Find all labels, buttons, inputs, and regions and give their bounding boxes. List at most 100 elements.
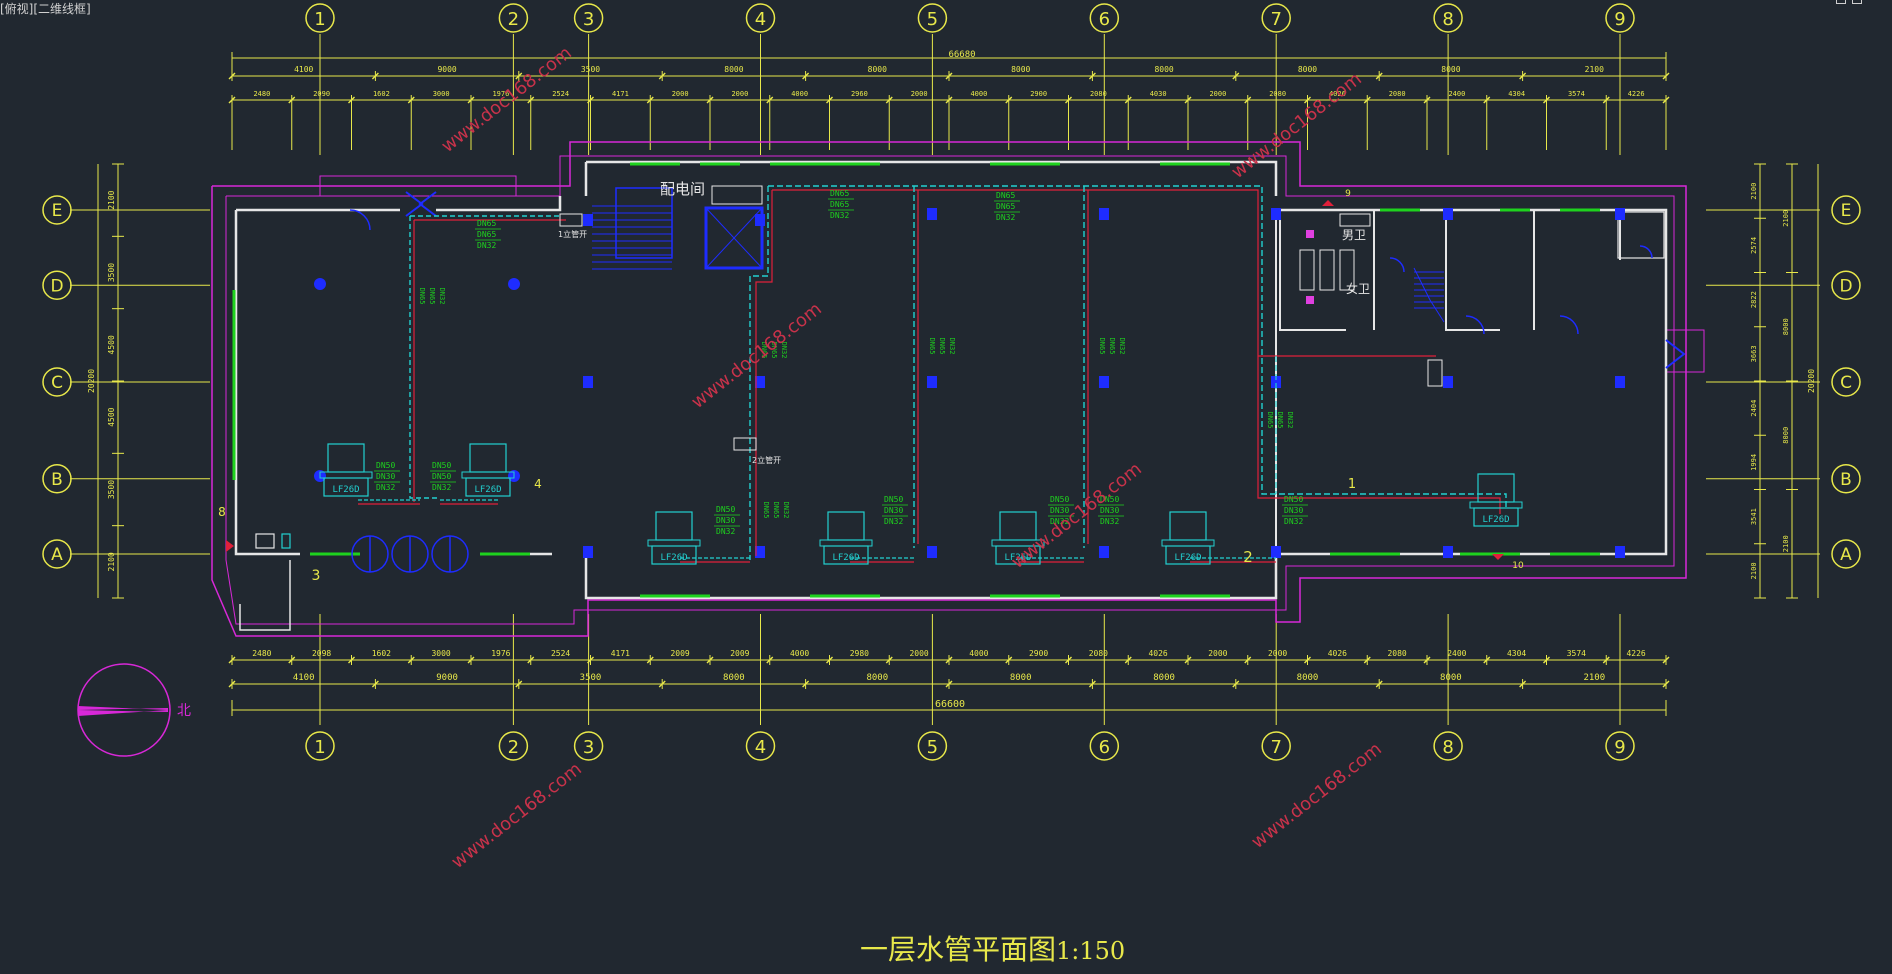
dim-bottom-detail-slash (1363, 656, 1371, 664)
dim-bottom-detail-slash (288, 656, 296, 664)
axis-label-right-C: C (1840, 373, 1852, 393)
dim-top-detail-value: 2480 (253, 90, 270, 98)
axis-label-top-9: 9 (1614, 9, 1625, 30)
viewport-label[interactable]: [俯视][二维线框] (0, 2, 91, 16)
side-entrance-outline (1665, 329, 1705, 373)
pipe-tag: DN32 (432, 483, 451, 492)
window-controls[interactable] (1836, 0, 1876, 4)
column (1271, 546, 1281, 558)
minimize-icon[interactable] (1836, 0, 1846, 4)
dim-bottom-detail-value: 4171 (611, 649, 630, 658)
axis-label-bottom-7: 7 (1270, 737, 1281, 758)
pipe-tag: DN65 (830, 200, 849, 209)
wc-cubicle (1299, 249, 1315, 291)
pipe-tag: DN50 (716, 505, 735, 514)
door-swing (1639, 245, 1653, 259)
dim-bottom-mid-value: 3500 (580, 673, 602, 683)
axis-label-bottom-4: 4 (755, 737, 766, 758)
dim-right-inner-value: 2100 (1750, 562, 1758, 579)
dim-top-detail-value: 1976 (492, 90, 509, 98)
dim-top-detail-value: 2080 (1269, 90, 1286, 98)
dim-left-total: 20200 (87, 369, 96, 393)
dim-top-mid-slash (1232, 72, 1240, 80)
dim-right-inner-value: 3663 (1750, 345, 1758, 362)
wall-office (1445, 210, 1500, 331)
axis-label-top-8: 8 (1442, 9, 1453, 30)
axis-bubble-bottom-3 (573, 731, 604, 761)
column (927, 208, 937, 220)
column (583, 376, 593, 388)
marker-4: 4 (534, 477, 542, 491)
dim-top-detail-value: 2000 (731, 90, 748, 98)
dim-top-mid-value: 8000 (1011, 65, 1030, 74)
dim-bottom-detail-value: 2900 (1029, 649, 1048, 658)
dim-bottom-mid-slash (945, 680, 953, 688)
fan-coil-body (999, 511, 1037, 541)
valve-marker-icon (1322, 200, 1334, 206)
pipe-tag: DN50 (376, 461, 395, 470)
axis-bubble-bottom-8 (1433, 731, 1463, 761)
dim-top-detail-value: 2900 (1030, 90, 1047, 98)
dim-top-detail-value: 2524 (552, 90, 569, 98)
wall-south (584, 554, 1278, 600)
pipe-tag: DN30 (1284, 506, 1303, 515)
pipe-tag-vertical: DN32 (948, 338, 956, 355)
dim-top-detail-value: 4026 (1329, 90, 1346, 98)
axis-bubble-right-C (1831, 367, 1861, 397)
column (583, 214, 593, 226)
dim-bottom-detail-value: 2080 (1089, 649, 1108, 658)
axis-label-bottom-3: 3 (583, 737, 594, 758)
axis-label-top-2: 2 (508, 9, 519, 30)
dim-top-mid-slash (658, 72, 666, 80)
axis-label-left-B: B (51, 470, 63, 490)
fan-coil-body (655, 511, 693, 541)
pipe-tag: DN32 (716, 527, 735, 536)
wc-cubicle (1319, 249, 1335, 291)
marker-9: 9 (1345, 189, 1351, 199)
pipe-tag: DN65 (996, 202, 1015, 211)
column (1271, 208, 1281, 220)
column (583, 546, 593, 558)
restore-icon[interactable] (1852, 0, 1862, 4)
fan-coil-base (1469, 501, 1523, 509)
axis-bubble-top-5 (917, 3, 948, 33)
axis-label-left-C: C (51, 373, 63, 393)
dim-top-mid-slash (1375, 72, 1383, 80)
dim-top-mid-slash (945, 72, 953, 80)
axis-bubble-right-E (1831, 195, 1861, 225)
pipe-tag: DN65 (830, 189, 849, 198)
dim-top-detail-slash (1005, 96, 1013, 104)
axis-label-bottom-5: 5 (927, 737, 938, 758)
fan-coil-tag-box (465, 477, 511, 497)
column (1099, 208, 1109, 220)
pipe-tag: DN32 (830, 211, 849, 220)
pipe-tag-vertical: DN65 (418, 288, 426, 305)
dim-top-mid-value: 9000 (437, 65, 456, 74)
pipe-tag-vertical: DN32 (1118, 338, 1126, 355)
dim-top-detail-value: 4030 (1150, 90, 1167, 98)
dim-top-detail-slash (1662, 96, 1670, 104)
dim-bottom-detail-slash (1483, 656, 1491, 664)
dim-top-mid-value: 8000 (1298, 65, 1317, 74)
pipe-tag: DN32 (1284, 517, 1303, 526)
pipe-supply-main (768, 185, 1507, 510)
dim-top-detail-value: 4304 (1508, 90, 1525, 98)
fan-coil-body (327, 443, 365, 473)
pipe-tag: DN32 (996, 213, 1015, 222)
fan-coil-body (469, 443, 507, 473)
dim-bottom-detail-value: 1976 (491, 649, 510, 658)
axis-label-top-4: 4 (755, 9, 766, 30)
dim-top-mid-value: 8000 (724, 65, 743, 74)
pipe-tag-vertical: DN32 (1286, 412, 1294, 429)
dim-bottom-mid-value: 8000 (1153, 673, 1175, 683)
pipe-tag: DN65 (996, 191, 1015, 200)
dim-top-mid-slash (1088, 72, 1096, 80)
pipe-tag: DN30 (884, 506, 903, 515)
marker-2: 2 (1243, 548, 1253, 566)
marker-8: 8 (218, 505, 226, 519)
dim-right-inner-value: 3541 (1750, 508, 1758, 525)
dim-bottom-total: 66600 (935, 699, 965, 710)
dim-bottom-mid-value: 2100 (1583, 673, 1605, 683)
pipe-tag: DN30 (376, 472, 395, 481)
